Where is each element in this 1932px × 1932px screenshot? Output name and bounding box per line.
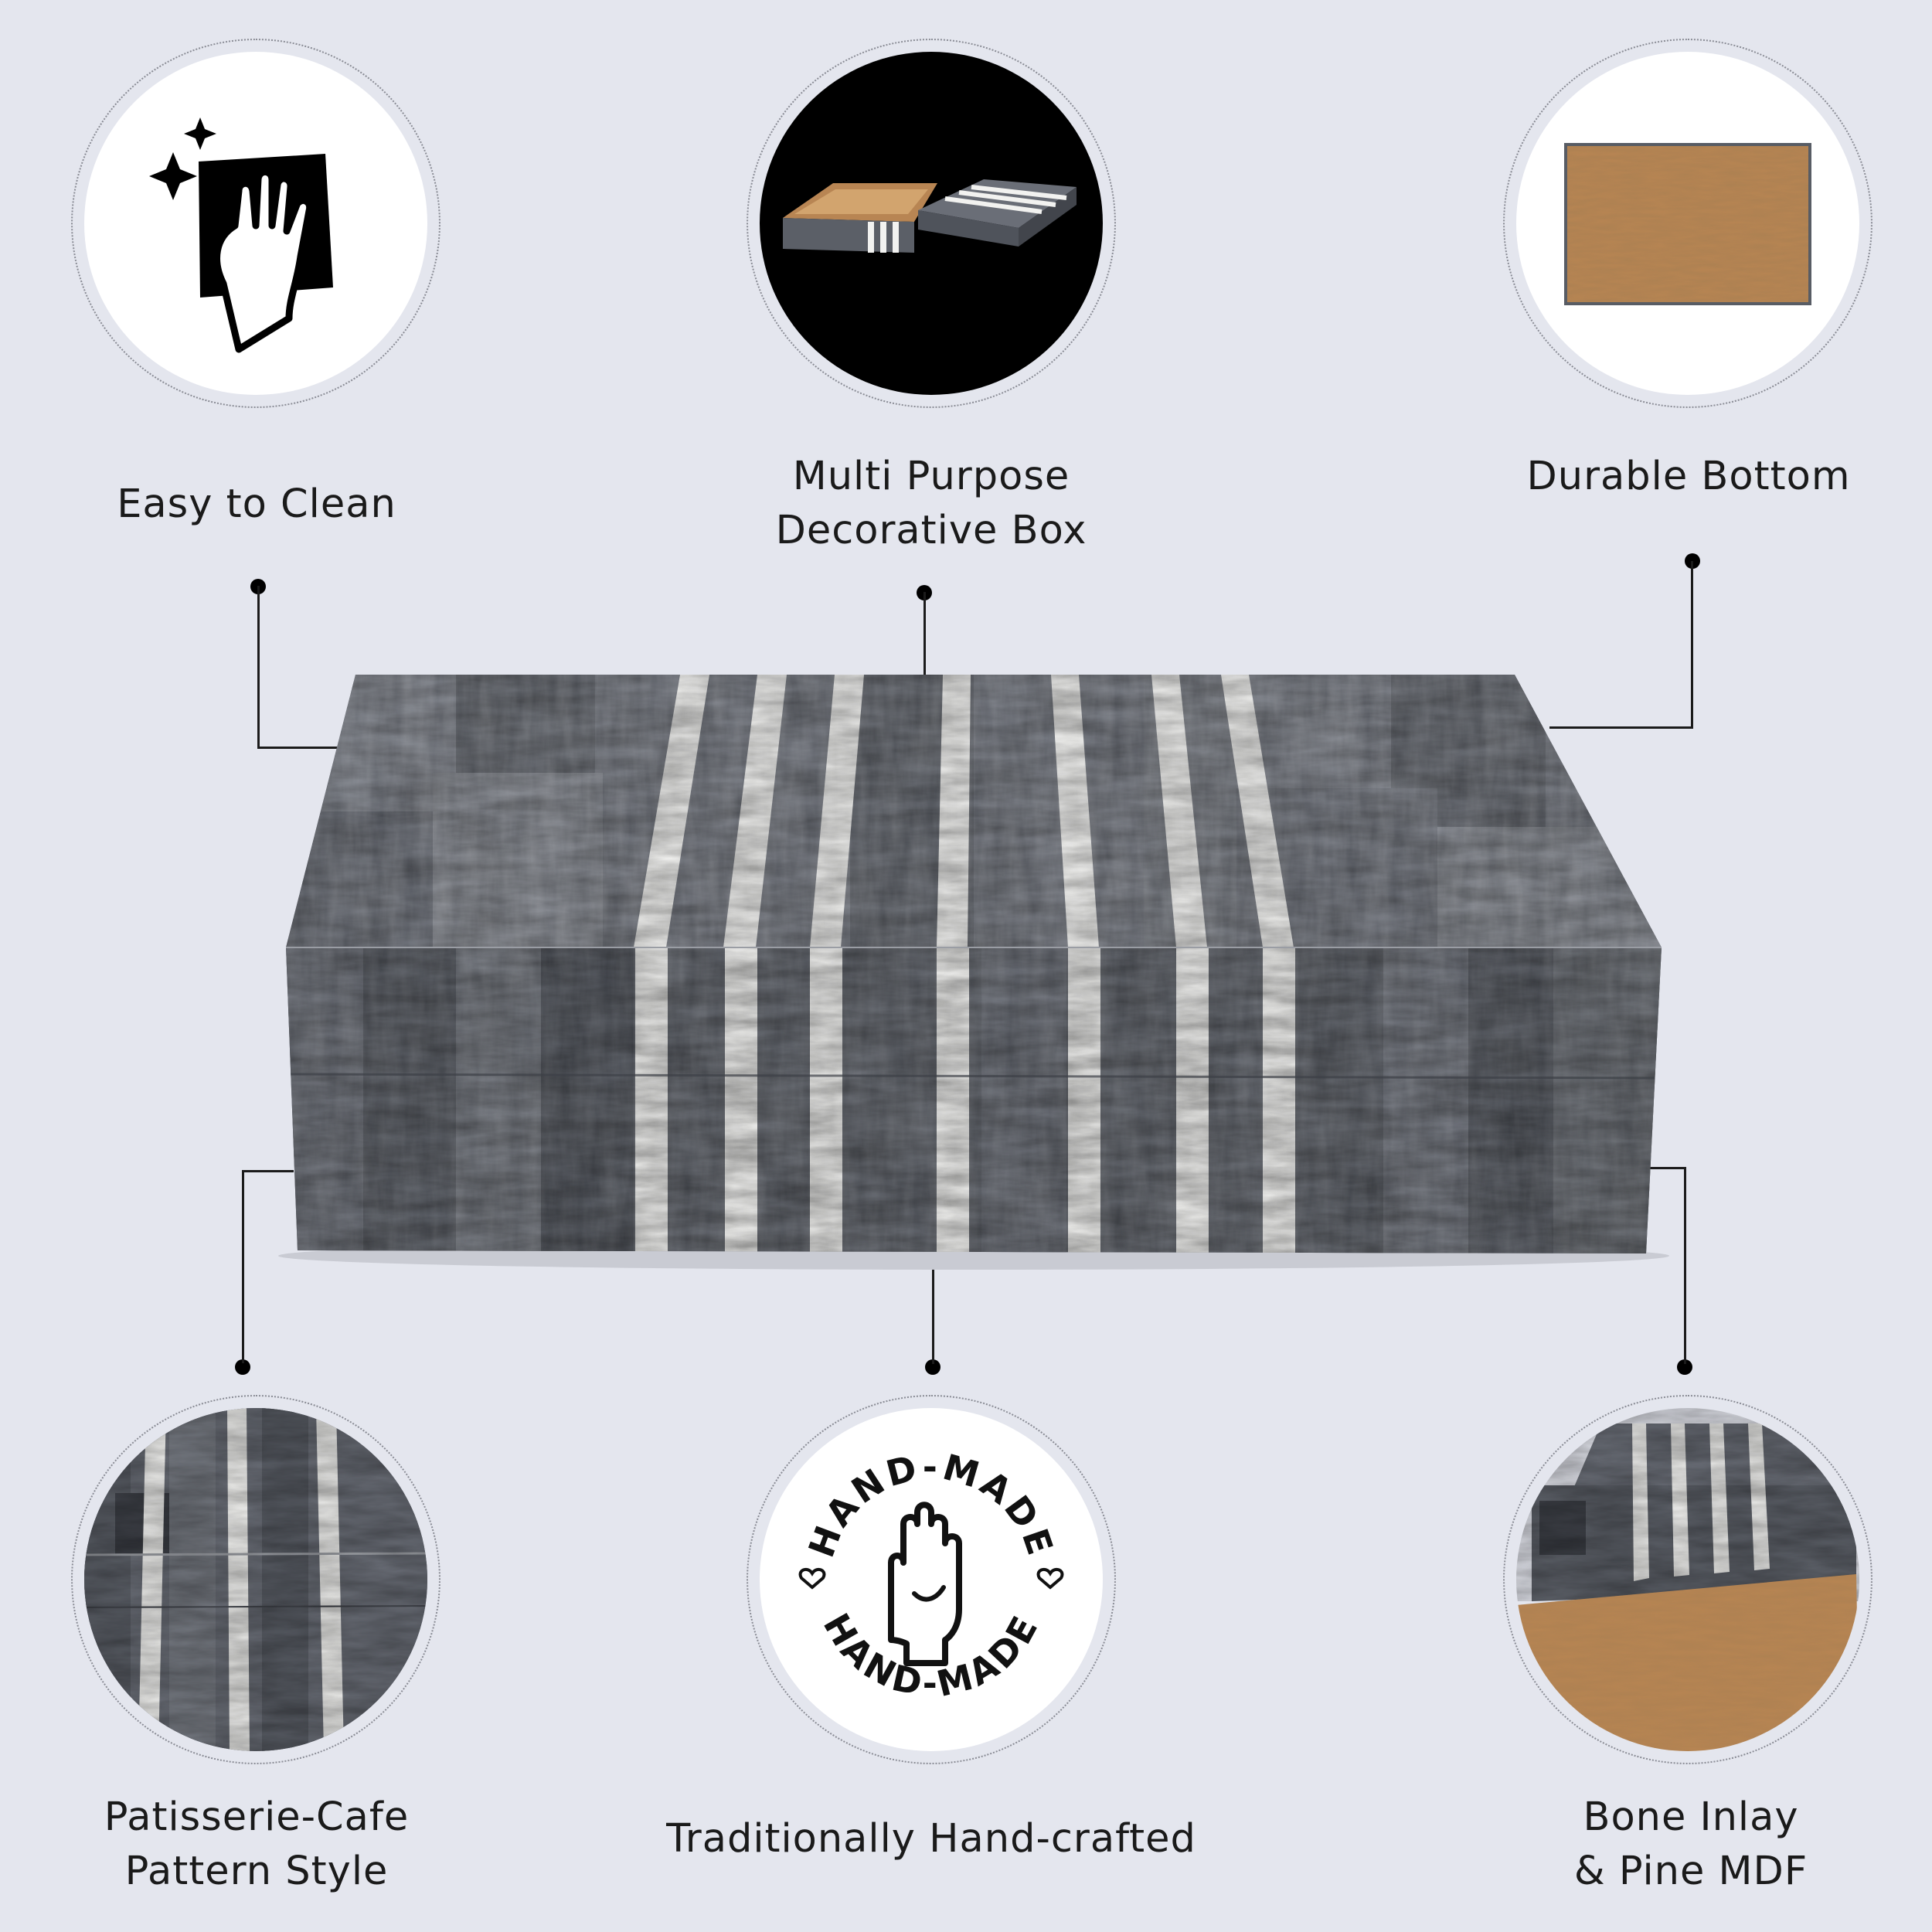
hand-crafted-circle: HAND-MADE HAND-MADE <box>760 1408 1103 1751</box>
heart-icon <box>798 1567 826 1590</box>
connector-dot <box>235 1359 250 1375</box>
feature-ring <box>747 39 1116 408</box>
feature-ring <box>71 39 440 408</box>
open-box-photo <box>783 179 1077 253</box>
durable-bottom-circle <box>1516 52 1859 395</box>
heart-icon <box>1036 1567 1064 1590</box>
easy-clean-circle <box>84 52 427 395</box>
cleaning-cloth-hand-icon <box>149 117 333 353</box>
bone-inlay-label-line2: & Pine MDF <box>1573 1849 1808 1894</box>
bone-inlay-label: Bone Inlay & Pine MDF <box>1420 1791 1932 1899</box>
feature-ring <box>1503 39 1872 408</box>
connector-dot <box>925 1359 940 1375</box>
pine-mdf-bottom-photo <box>1564 143 1811 305</box>
pattern-style-label-line2: Pattern Style <box>124 1849 389 1894</box>
feature-ring <box>1503 1395 1872 1764</box>
bone-inlay-circle <box>1516 1408 1859 1751</box>
durable-bottom-label: Durable Bottom <box>1526 454 1851 499</box>
stripe-closeup-photo <box>84 1408 427 1751</box>
bone-inlay-label-line1: Bone Inlay <box>1583 1794 1799 1840</box>
hand-made-stamp-icon: HAND-MADE HAND-MADE <box>798 1446 1064 1705</box>
connector-dot <box>1677 1359 1692 1375</box>
pattern-style-circle <box>84 1408 427 1751</box>
inlay-corner-photo <box>1516 1408 1859 1751</box>
pattern-style-label-line1: Patisserie-Cafe <box>104 1794 410 1840</box>
multi-purpose-circle <box>760 52 1103 395</box>
feature-ring <box>747 1395 1116 1764</box>
multi-purpose-label: Multi Purpose Decorative Box <box>661 450 1202 558</box>
multi-purpose-label-line2: Decorative Box <box>775 508 1087 553</box>
hand-crafted-label: Traditionally Hand-crafted <box>666 1816 1196 1862</box>
easy-clean-label: Easy to Clean <box>117 481 396 527</box>
multi-purpose-label-line1: Multi Purpose <box>792 454 1070 499</box>
pattern-style-label: Patisserie-Cafe Pattern Style <box>0 1791 527 1899</box>
feature-ring <box>71 1395 440 1764</box>
